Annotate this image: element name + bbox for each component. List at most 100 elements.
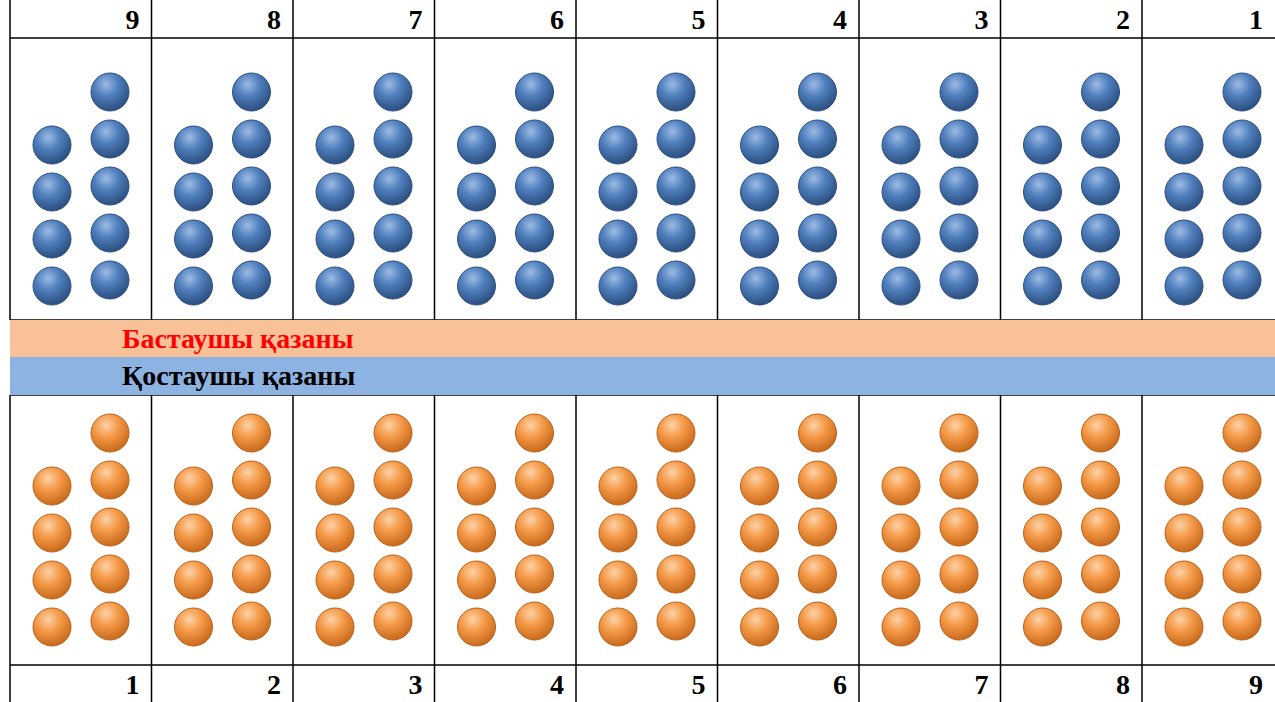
stone <box>599 608 637 646</box>
grid-line <box>1141 0 1143 320</box>
stone <box>91 508 129 546</box>
stone <box>940 261 978 299</box>
stone <box>599 514 637 552</box>
stone <box>940 73 978 111</box>
stone <box>1223 120 1261 158</box>
grid-line <box>9 395 11 702</box>
pit-number: 4 <box>550 671 564 699</box>
pit-number: 9 <box>1249 671 1263 699</box>
stone <box>458 173 496 211</box>
stone <box>1223 261 1261 299</box>
stone <box>799 214 837 252</box>
stone <box>940 414 978 452</box>
stone <box>233 73 271 111</box>
stone <box>516 261 554 299</box>
stone <box>1082 167 1120 205</box>
pit-number: 6 <box>550 6 564 34</box>
stone <box>91 461 129 499</box>
stone <box>1082 461 1120 499</box>
grid-line <box>858 395 860 702</box>
pit-number: 2 <box>1116 6 1130 34</box>
pit-number: 3 <box>975 6 989 34</box>
stone <box>1024 267 1062 305</box>
stone <box>741 173 779 211</box>
stone <box>1223 73 1261 111</box>
stone <box>316 608 354 646</box>
stone <box>1165 220 1203 258</box>
stone <box>1165 514 1203 552</box>
pit-number: 8 <box>1116 671 1130 699</box>
stone <box>799 508 837 546</box>
grid-line <box>717 395 719 702</box>
stone <box>1082 261 1120 299</box>
stone <box>657 602 695 640</box>
stone <box>374 261 412 299</box>
stone <box>1223 555 1261 593</box>
stone <box>175 514 213 552</box>
stone <box>741 126 779 164</box>
pit-number: 3 <box>409 671 423 699</box>
stone <box>1165 467 1203 505</box>
stone <box>233 214 271 252</box>
stone <box>940 214 978 252</box>
band: Бастаушы қазаны <box>10 320 1275 357</box>
stone <box>91 120 129 158</box>
stone <box>799 555 837 593</box>
stone <box>175 608 213 646</box>
grid-line <box>151 395 153 702</box>
stone <box>1223 602 1261 640</box>
stone <box>1082 414 1120 452</box>
stone <box>33 514 71 552</box>
stone <box>599 220 637 258</box>
stone <box>91 73 129 111</box>
stone <box>458 267 496 305</box>
stone <box>33 220 71 258</box>
stone <box>91 167 129 205</box>
stone <box>599 126 637 164</box>
grid-line <box>292 395 294 702</box>
stone <box>458 608 496 646</box>
stone <box>175 267 213 305</box>
stone <box>374 461 412 499</box>
stone <box>374 120 412 158</box>
pit-number: 5 <box>692 6 706 34</box>
stone <box>1165 173 1203 211</box>
stone <box>458 467 496 505</box>
stone <box>657 120 695 158</box>
stone <box>882 514 920 552</box>
stone <box>233 602 271 640</box>
stone <box>316 561 354 599</box>
stone <box>175 173 213 211</box>
stone <box>799 167 837 205</box>
stone <box>741 561 779 599</box>
stone <box>799 414 837 452</box>
stone <box>799 461 837 499</box>
band-title: Қостаушы қазаны <box>122 362 355 390</box>
grid-line <box>434 395 436 702</box>
stone <box>940 555 978 593</box>
stone <box>940 167 978 205</box>
stone <box>91 414 129 452</box>
stone <box>882 220 920 258</box>
stone <box>33 267 71 305</box>
stone <box>1082 73 1120 111</box>
pit-number: 6 <box>833 671 847 699</box>
stone <box>91 555 129 593</box>
stone <box>516 120 554 158</box>
stone <box>1223 461 1261 499</box>
stone <box>233 461 271 499</box>
stone <box>599 467 637 505</box>
grid-line <box>1141 395 1143 702</box>
stone <box>316 514 354 552</box>
pit-number: 2 <box>267 671 281 699</box>
stone <box>882 267 920 305</box>
stone <box>657 461 695 499</box>
pit-number: 8 <box>267 6 281 34</box>
stone <box>516 508 554 546</box>
grid-line <box>151 0 153 320</box>
pit-number: 7 <box>975 671 989 699</box>
stone <box>799 120 837 158</box>
stone <box>516 461 554 499</box>
stone <box>882 173 920 211</box>
stone <box>940 602 978 640</box>
